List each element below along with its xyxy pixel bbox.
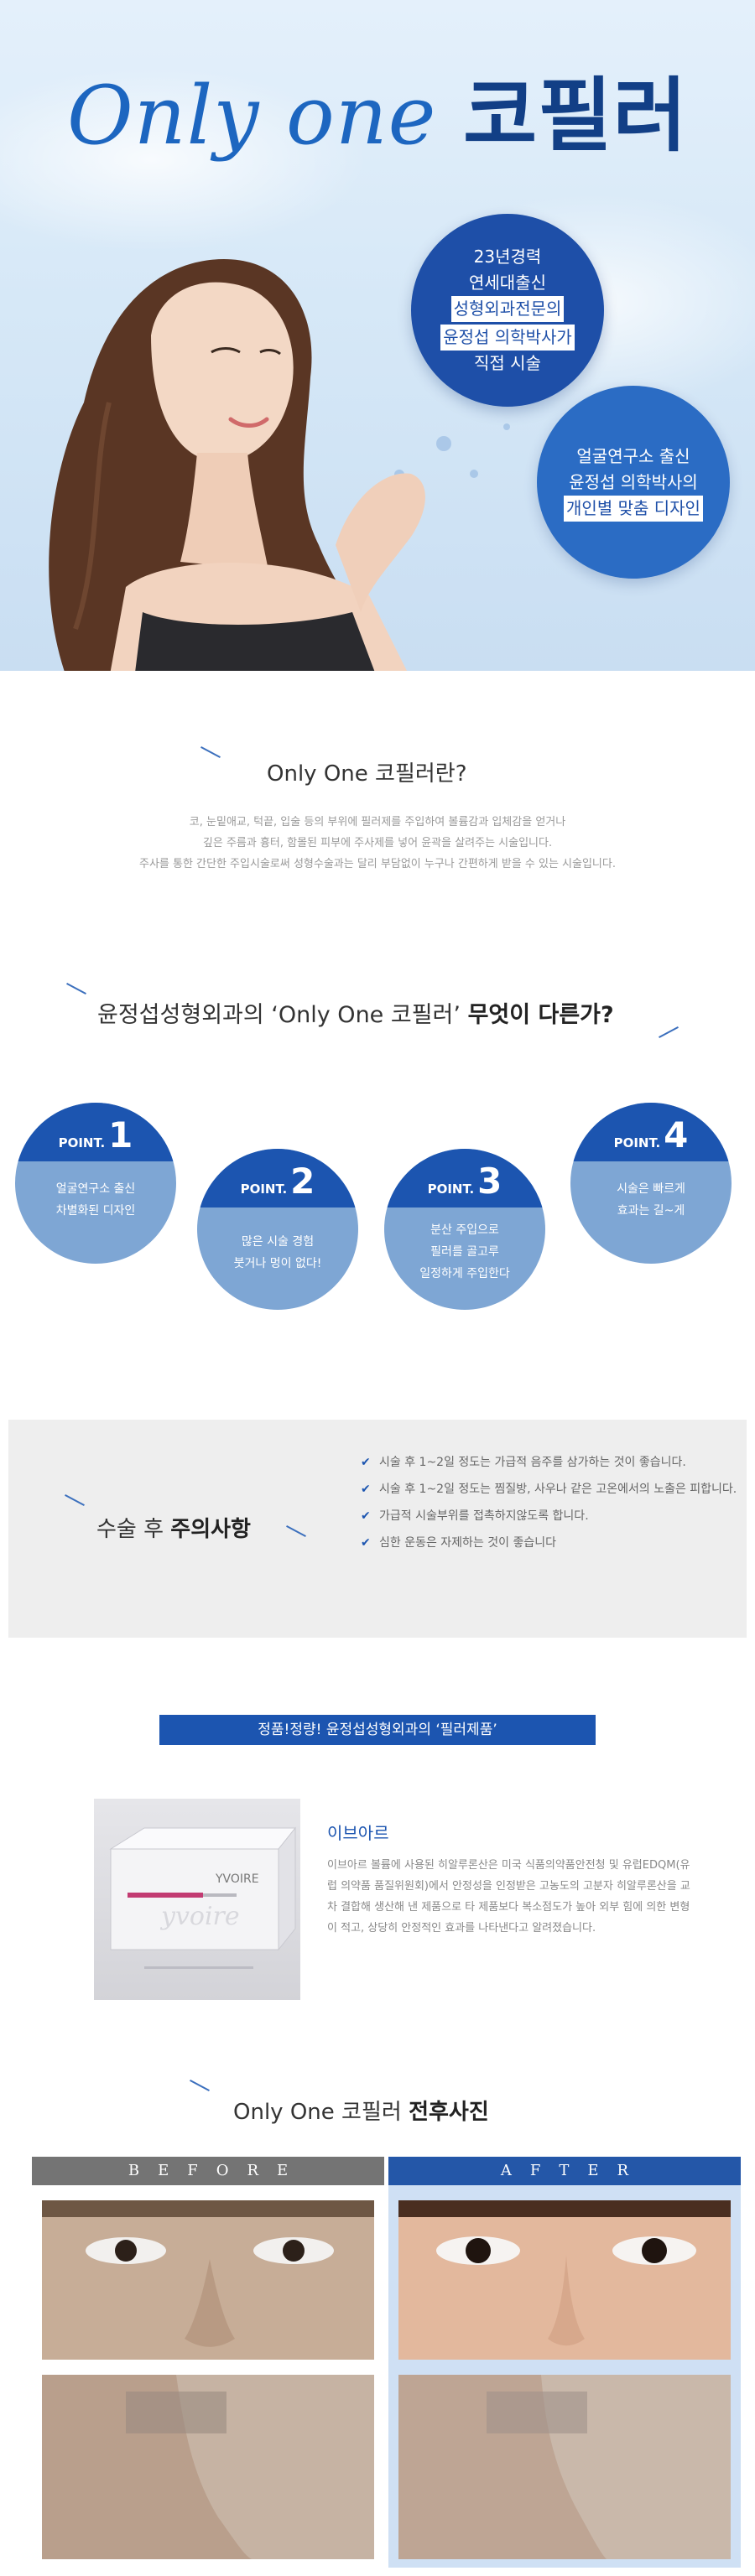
before-photo-front — [42, 2200, 374, 2360]
badge-line: 23년경력 — [473, 247, 542, 267]
caution-item-text: 시술 후 1~2일 정도는 가급적 음주를 삼가하는 것이 좋습니다. — [379, 1456, 686, 1469]
svg-text:yvoire: yvoire — [159, 1902, 240, 1931]
point-line: 얼굴연구소 출신 — [55, 1182, 136, 1196]
caution-title: 수술 후 주의사항 — [96, 1512, 251, 1543]
point-3-circle: POINT.3 분산 주입으로 필러를 골고루 일정하게 주입한다 — [384, 1149, 545, 1310]
point-line: 분산 주입으로 — [430, 1223, 499, 1237]
difference-title: 윤정섭성형외과의 ‘Only One 코필러’ 무엇이 다른가? — [97, 996, 614, 1029]
check-icon: ✔ — [361, 1509, 371, 1523]
badge-line: 얼굴연구소 출신 — [576, 445, 690, 466]
caution-item: ✔ 시술 후 1~2일 정도는 찜질방, 사우나 같은 고온에서의 노출은 피합니… — [361, 1478, 747, 1500]
badge-line: 윤정섭 의학박사의 — [569, 471, 698, 492]
beforeafter-title-emphasis: 전후사진 — [409, 2100, 489, 2125]
after-column: AFTER — [388, 2157, 741, 2568]
point-text: 얼굴연구소 출신 차별화된 디자인 — [15, 1178, 176, 1222]
after-photo-front — [398, 2200, 731, 2360]
point-header: POINT.2 — [197, 1149, 358, 1208]
point-label: POINT. — [58, 1135, 106, 1150]
hero-title-latin: Only one — [67, 69, 463, 163]
heading-accent-mark — [286, 1525, 306, 1537]
after-photo-profile — [398, 2375, 731, 2559]
caution-list: ✔ 시술 후 1~2일 정도는 가급적 음주를 삼가하는 것이 좋습니다. ✔ 시술… — [361, 1452, 747, 1559]
point-line: 붓거나 멍이 없다! — [233, 1257, 322, 1270]
before-column: BEFORE — [32, 2157, 384, 2568]
check-icon: ✔ — [361, 1483, 371, 1496]
hero-bokeh-dot — [436, 436, 451, 451]
heading-accent-mark — [659, 1026, 679, 1038]
caution-item-text: 심한 운동은 자제하는 것이 좋습니다 — [379, 1536, 556, 1550]
badge-line: 직접 시술 — [474, 353, 541, 373]
heading-accent-mark — [190, 2080, 210, 2091]
point-line: 일정하게 주입한다 — [419, 1267, 510, 1280]
point-text: 분산 주입으로 필러를 골고루 일정하게 주입한다 — [384, 1219, 545, 1285]
heading-accent-mark — [200, 746, 221, 758]
caution-item: ✔ 가급적 시술부위를 접촉하지않도록 합니다. — [361, 1505, 747, 1527]
point-line: 시술은 빠르게 — [617, 1182, 685, 1196]
badge-experience: 23년경력 연세대출신 성형외과전문의 윤정섭 의학박사가 직접 시술 — [411, 214, 604, 407]
point-text: 시술은 빠르게 효과는 길~게 — [570, 1178, 732, 1222]
point-1-circle: POINT.1 얼굴연구소 출신 차별화된 디자인 — [15, 1103, 176, 1264]
intro-line: 깊은 주름과 흉터, 함몰된 피부에 주사제를 넣어 윤곽을 살려주는 시술입니… — [202, 837, 553, 849]
hero-bokeh-dot — [470, 470, 478, 478]
difference-title-emphasis: 무엇이 다른가? — [467, 1002, 614, 1028]
caution-section: 수술 후 주의사항 ✔ 시술 후 1~2일 정도는 가급적 음주를 삼가하는 것이… — [8, 1420, 747, 1638]
before-photo-profile — [42, 2375, 374, 2559]
beforeafter-title: Only One 코필러 전후사진 — [233, 2095, 489, 2126]
point-number: 2 — [290, 1161, 315, 1202]
caution-item: ✔ 심한 운동은 자제하는 것이 좋습니다 — [361, 1532, 747, 1554]
point-header: POINT.3 — [384, 1149, 545, 1208]
intro-title: Only One 코필러란? — [267, 761, 467, 787]
hero-title: Only one 코필러 — [0, 50, 755, 167]
before-label: BEFORE — [32, 2157, 384, 2185]
point-label: POINT. — [427, 1182, 475, 1197]
badge-line: 연세대출신 — [469, 273, 546, 293]
hero-section: Only one 코필러 23년경력 연세대출신 성형외과전문의 윤정섭 의학박… — [0, 0, 755, 671]
point-text: 많은 시술 경험 붓거나 멍이 없다! — [197, 1231, 358, 1275]
badge-highlight-line: 성형외과전문의 — [450, 296, 565, 322]
model-photo — [49, 259, 425, 671]
product-image: YVOIRE yvoire — [94, 1799, 300, 2000]
hero-bokeh-dot — [503, 423, 510, 430]
check-icon: ✔ — [361, 1456, 371, 1469]
caution-item-text: 가급적 시술부위를 접촉하지않도록 합니다. — [379, 1509, 589, 1523]
hero-brush-decoration — [0, 67, 369, 252]
after-label: AFTER — [388, 2157, 741, 2185]
heading-accent-mark — [66, 983, 86, 995]
caution-title-main: 수술 후 — [96, 1517, 171, 1542]
product-banner: 정품!정량! 윤정섭성형외과의 ‘필러제품’ — [159, 1715, 596, 1745]
product-box-label: YVOIRE — [215, 1872, 259, 1886]
product-description: 이브아르 볼륨에 사용된 히알루론산은 미국 식품의약품안전청 및 유럽EDQM… — [327, 1859, 690, 1935]
badge-highlight-line: 개인별 맞춤 디자인 — [564, 495, 703, 522]
point-header: POINT.4 — [570, 1103, 732, 1161]
point-line: 차별화된 디자인 — [55, 1204, 136, 1218]
heading-accent-mark — [65, 1494, 85, 1506]
intro-line: 주사를 통한 간단한 주입시술로써 성형수술과는 달리 부담없이 누구나 간편하… — [138, 858, 616, 870]
point-2-circle: POINT.2 많은 시술 경험 붓거나 멍이 없다! — [197, 1149, 358, 1310]
intro-line: 코, 눈밑애교, 턱끝, 입술 등의 부위에 필러제를 주입하여 볼륨감과 입체… — [189, 816, 566, 828]
point-line: 많은 시술 경험 — [241, 1235, 315, 1249]
point-number: 1 — [108, 1114, 133, 1156]
caution-item: ✔ 시술 후 1~2일 정도는 가급적 음주를 삼가하는 것이 좋습니다. — [361, 1452, 747, 1473]
point-label: POINT. — [240, 1182, 288, 1197]
intro-description: 코, 눈밑애교, 턱끝, 입술 등의 부위에 필러제를 주입하여 볼륨감과 입체… — [0, 812, 755, 875]
syringe-box-illustration: YVOIRE yvoire — [109, 1826, 297, 1969]
hero-title-korean: 코필러 — [462, 69, 688, 163]
point-number: 3 — [477, 1161, 502, 1202]
check-icon: ✔ — [361, 1536, 371, 1550]
difference-title-main: 윤정섭성형외과의 ‘Only One 코필러’ — [97, 1002, 468, 1028]
point-line: 효과는 길~게 — [617, 1204, 685, 1218]
point-label: POINT. — [613, 1135, 661, 1150]
badge-highlight-line: 윤정섭 의학박사가 — [440, 325, 575, 351]
point-line: 필러를 골고루 — [430, 1245, 499, 1259]
point-header: POINT.1 — [15, 1103, 176, 1161]
caution-item-text: 시술 후 1~2일 정도는 찜질방, 사우나 같은 고온에서의 노출은 피합니다… — [379, 1483, 737, 1496]
badge-design: 얼굴연구소 출신 윤정섭 의학박사의 개인별 맞춤 디자인 — [537, 386, 730, 579]
beforeafter-title-main: Only One 코필러 — [233, 2100, 409, 2125]
point-number: 4 — [664, 1114, 689, 1156]
caution-title-emphasis: 주의사항 — [170, 1517, 251, 1542]
product-name: 이브아르 — [327, 1823, 389, 1843]
point-4-circle: POINT.4 시술은 빠르게 효과는 길~게 — [570, 1103, 732, 1264]
